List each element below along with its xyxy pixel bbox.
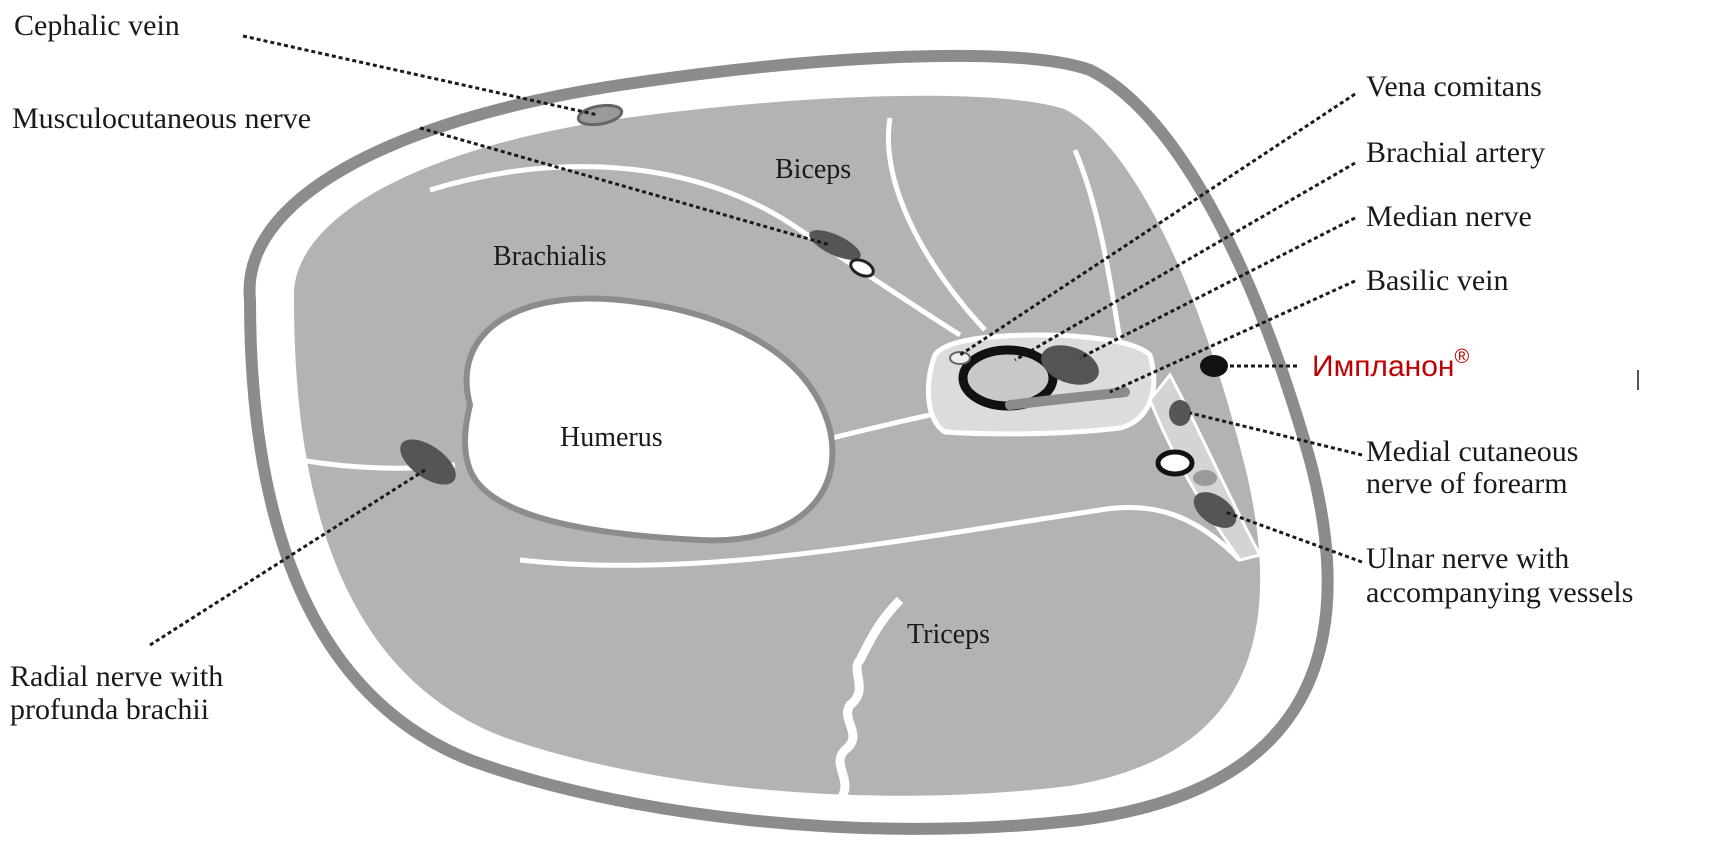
ulnar-vessel-small [1193,470,1217,486]
radial-label-line2: profunda brachii [10,693,209,726]
implant-rod [1200,355,1228,377]
ulnar-label-line2: accompanying vessels [1366,576,1633,609]
vena-comitans-label: Vena comitans [1366,70,1542,103]
basilic-vein-label: Basilic vein [1366,264,1508,297]
triceps-label: Triceps [907,619,990,650]
ulnar-vessel-ring [1158,452,1192,474]
radial-label-line1: Radial nerve with [10,660,223,693]
brachialis-label: Brachialis [493,241,607,272]
medial-cutaneous-nerve [1169,400,1191,426]
medial-cutaneous-label-line1: Medial cutaneous [1366,435,1578,468]
medial-cutaneous-label-line2: nerve of forearm [1366,467,1568,500]
ulnar-label-line1: Ulnar nerve with [1366,542,1569,575]
biceps-label: Biceps [775,154,851,185]
implant-label: Импланон® [1312,346,1469,383]
humerus-label: Humerus [560,422,663,453]
median-nerve-label: Median nerve [1366,200,1532,233]
musculocutaneous-nerve-label: Musculocutaneous nerve [12,102,311,135]
brachial-artery-label: Brachial artery [1366,136,1545,169]
cephalic-vein-label: Cephalic vein [14,9,180,42]
